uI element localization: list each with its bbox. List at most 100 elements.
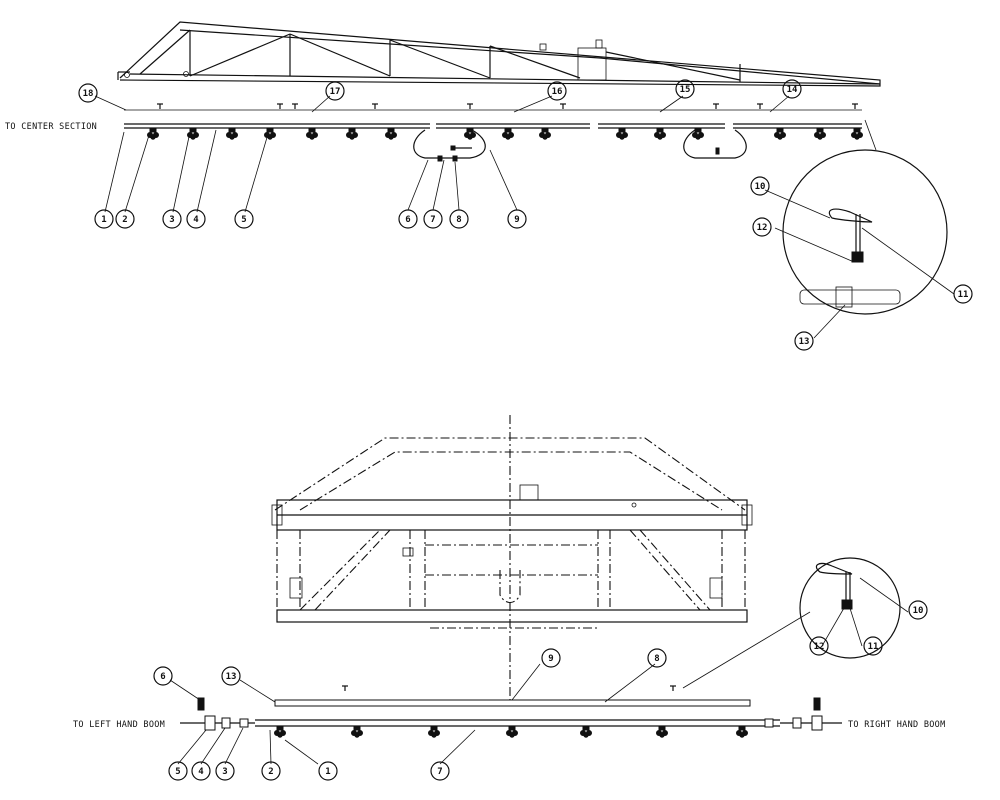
- nozzle-stem: [738, 725, 746, 731]
- callout-bubble: [115, 209, 135, 229]
- callout-bubble: [675, 79, 695, 99]
- lower-callout: 1: [318, 761, 338, 781]
- callout-bubble: [191, 761, 211, 781]
- lower-callout: 5: [168, 761, 188, 781]
- upper-callout: 7: [423, 209, 443, 229]
- callout-number: 12: [814, 642, 825, 652]
- nozzle-stem: [189, 127, 197, 133]
- callout-bubble: [78, 83, 98, 103]
- callout-number: 7: [430, 215, 435, 225]
- center-boom-clamps: [342, 685, 676, 691]
- callout-number: 9: [548, 654, 553, 664]
- callout-number: 16: [552, 87, 563, 97]
- nozzle-tip: [354, 732, 360, 738]
- nozzle-stem: [776, 127, 784, 133]
- upper-callout: 15: [675, 79, 695, 99]
- nozzle-tip: [309, 134, 315, 140]
- nozzle-tip: [277, 732, 283, 738]
- boom-clamp: [713, 103, 719, 109]
- nozzle-body: [351, 725, 363, 738]
- nozzle-stem: [348, 127, 356, 133]
- callout-number: 6: [405, 215, 410, 225]
- upper-leaders: [94, 95, 790, 213]
- callout-number: 8: [456, 215, 461, 225]
- boom-clamp: [292, 103, 298, 109]
- nozzle-tip: [349, 134, 355, 140]
- nozzle-stem: [694, 127, 702, 133]
- nozzle-body: [656, 725, 668, 738]
- upper-callout: 4: [186, 209, 206, 229]
- callout-number: 15: [680, 85, 691, 95]
- nozzle-body: [346, 127, 358, 140]
- lower-callout: 2: [261, 761, 281, 781]
- nozzle-tip: [817, 134, 823, 140]
- upper-callout: 13: [794, 331, 814, 351]
- callout-bubble: [953, 284, 973, 304]
- callout-number: 4: [198, 767, 204, 777]
- nozzle-body: [736, 725, 748, 738]
- callout-bubble: [449, 209, 469, 229]
- lower-callout: 6: [153, 666, 173, 686]
- upper-detail-view: [764, 119, 955, 339]
- callout-bubble: [782, 79, 802, 99]
- nozzle-stem: [656, 127, 664, 133]
- upper-callout: 3: [162, 209, 182, 229]
- nozzle-stem: [541, 127, 549, 133]
- nozzle-tip: [509, 732, 515, 738]
- boom-clamp: [277, 103, 283, 109]
- callout-number: 13: [226, 672, 237, 682]
- callout-number: 18: [83, 89, 94, 99]
- center-plumbing: [180, 685, 842, 738]
- boom-clamp: [372, 103, 378, 109]
- nozzle-stem: [430, 725, 438, 731]
- nozzle-body: [654, 127, 666, 140]
- nozzle-stem: [276, 725, 284, 731]
- callout-number: 6: [160, 672, 165, 682]
- nozzle-tip: [267, 134, 273, 140]
- upper-callout: 12: [752, 217, 772, 237]
- to-center-section-label: TO CENTER SECTION: [5, 122, 97, 132]
- nozzle-body: [692, 127, 704, 140]
- upper-callout: 2: [115, 209, 135, 229]
- nozzle-body: [506, 725, 518, 738]
- callout-number: 2: [122, 215, 127, 225]
- callout-bubble: [423, 209, 443, 229]
- callout-bubble: [809, 636, 829, 656]
- callout-number: 2: [268, 767, 273, 777]
- nozzle-tip: [695, 134, 701, 140]
- lower-callout: 10: [908, 600, 928, 620]
- nozzle-body: [274, 725, 286, 738]
- callout-bubble: [261, 761, 281, 781]
- nozzle-tip: [854, 134, 860, 140]
- nozzle-stem: [853, 127, 861, 133]
- nozzle-tip: [431, 732, 437, 738]
- lower-detail-view: [799, 557, 909, 659]
- lower-callout: 3: [215, 761, 235, 781]
- callout-bubble: [647, 648, 667, 668]
- callout-number: 8: [654, 654, 659, 664]
- boom-clamp: [852, 103, 858, 109]
- center-frame: [271, 415, 753, 700]
- callout-bubble: [752, 217, 772, 237]
- callout-bubble: [430, 761, 450, 781]
- lower-callout: 8: [647, 648, 667, 668]
- nozzle-body: [851, 127, 863, 140]
- upper-callout: 8: [449, 209, 469, 229]
- lower-callout: 12: [809, 636, 829, 656]
- upper-callout: 10: [750, 176, 770, 196]
- nozzle-body: [616, 127, 628, 140]
- upper-callout: 11: [953, 284, 973, 304]
- callout-number: 13: [799, 337, 810, 347]
- callout-number: 3: [169, 215, 174, 225]
- callout-bubble: [186, 209, 206, 229]
- nozzle-tip: [583, 732, 589, 738]
- callout-bubble: [234, 209, 254, 229]
- boom-clamps: [157, 103, 858, 109]
- callout-number: 12: [757, 223, 768, 233]
- callout-number: 7: [437, 767, 442, 777]
- callout-number: 10: [755, 182, 766, 192]
- nozzle-tip: [659, 732, 665, 738]
